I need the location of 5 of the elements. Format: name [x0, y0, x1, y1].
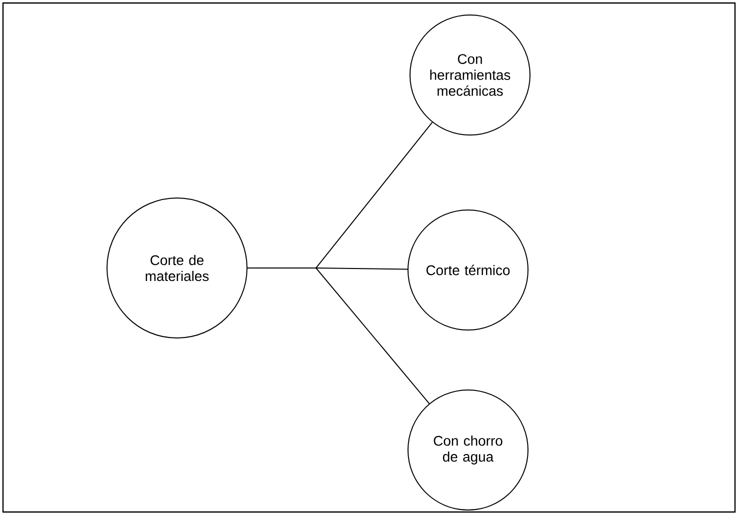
connector-line [247, 268, 430, 404]
circle-node: Corte térmico [408, 210, 528, 330]
circle-node: Con chorro de agua [408, 390, 528, 510]
circle-node: Corte de materiales [106, 198, 248, 338]
circle-node: Con herramientas mecánicas [410, 14, 530, 136]
